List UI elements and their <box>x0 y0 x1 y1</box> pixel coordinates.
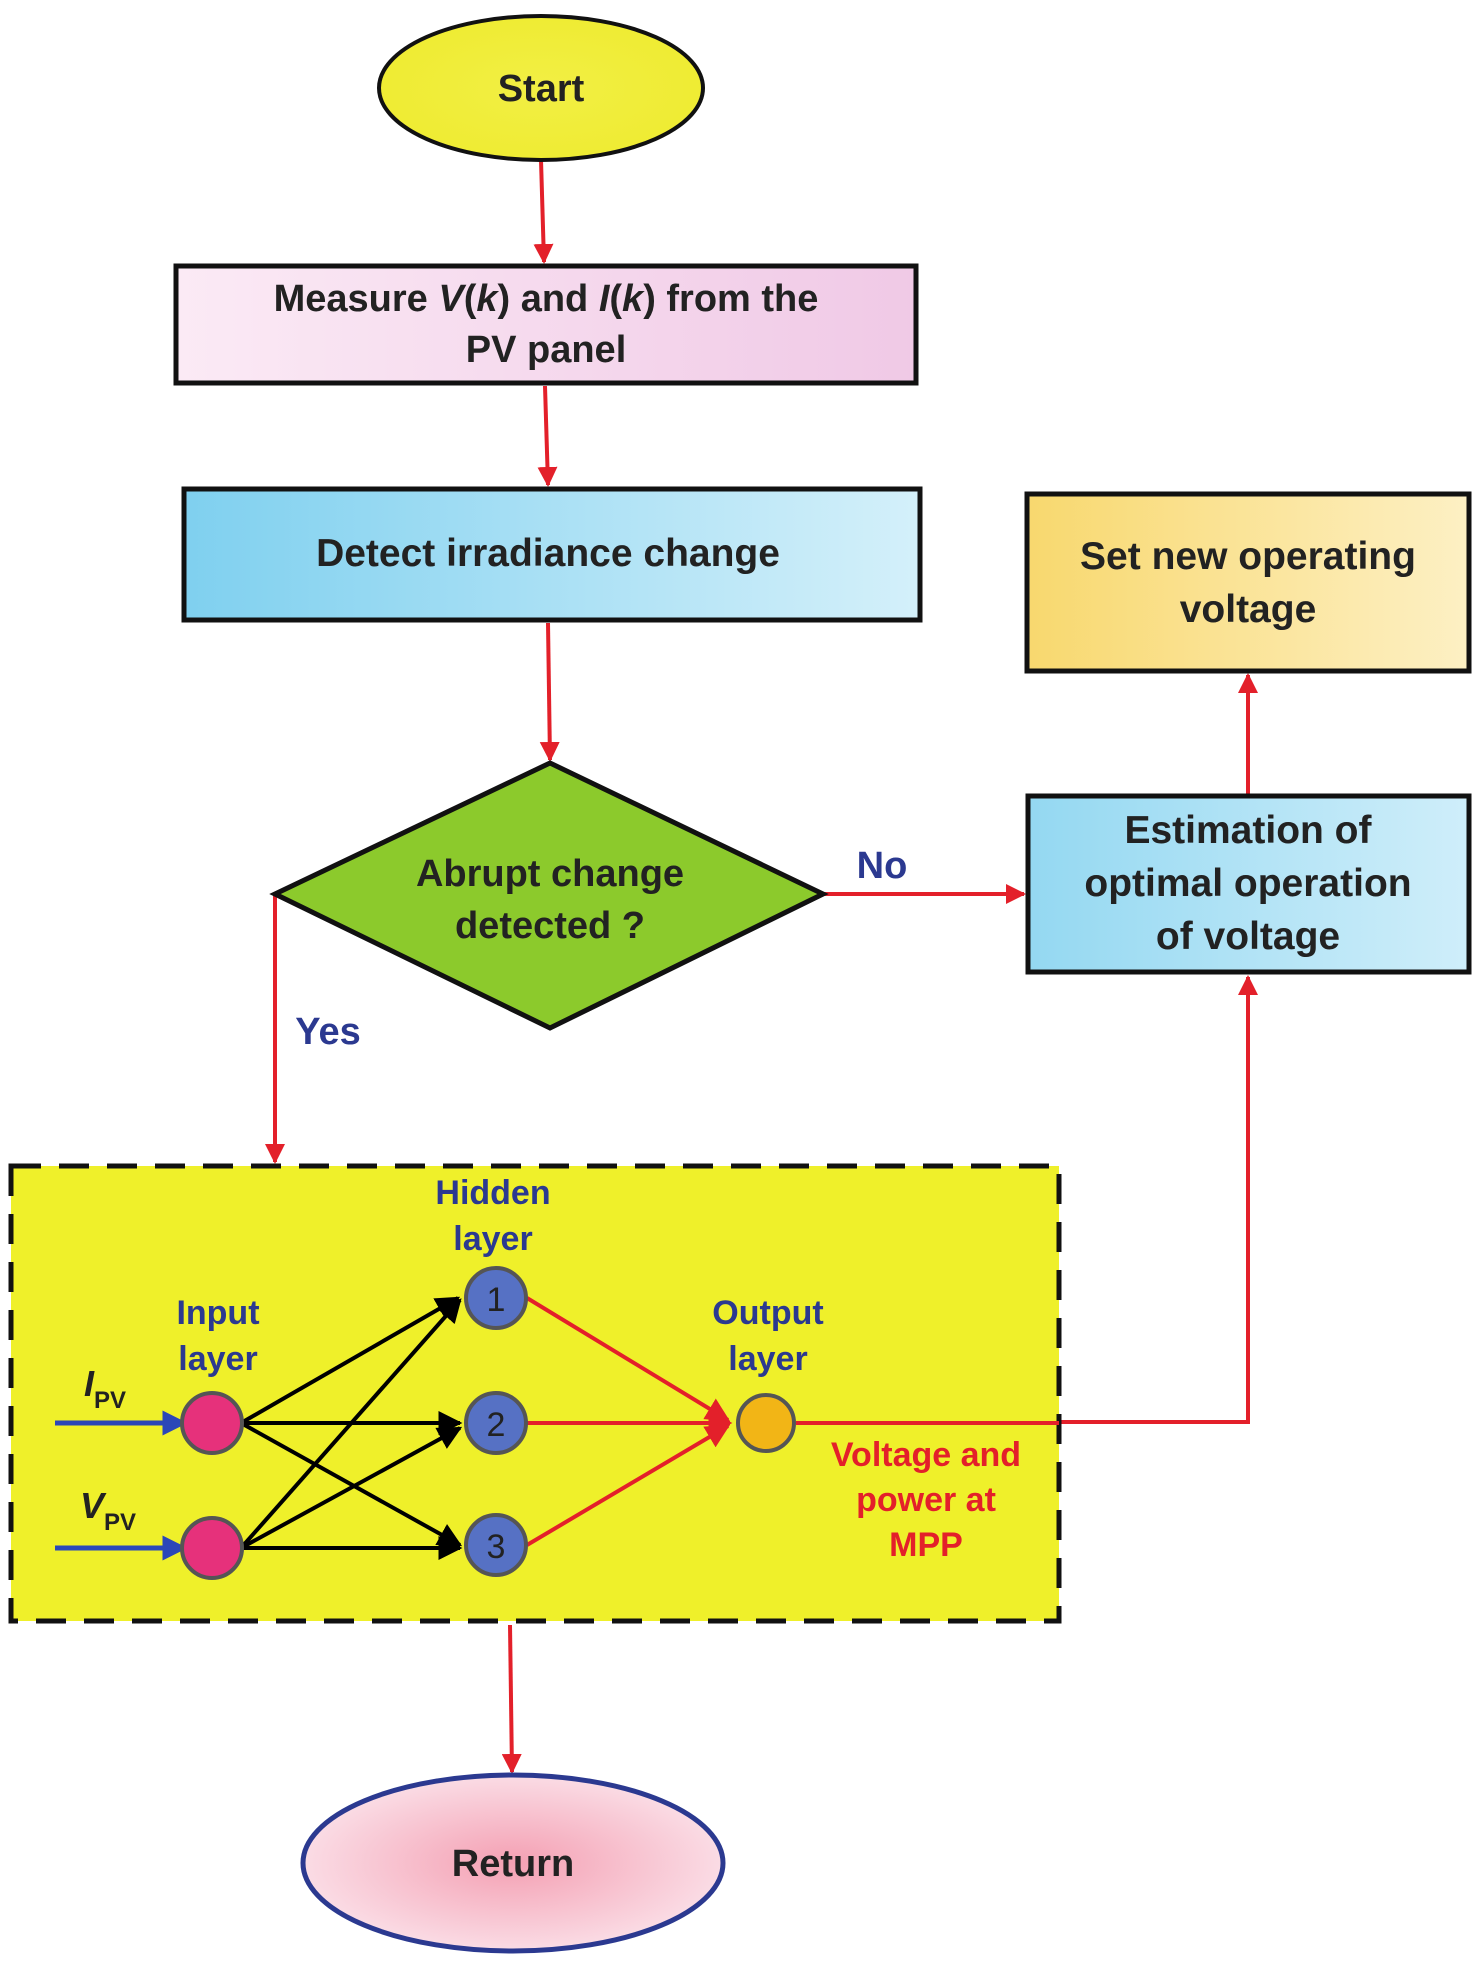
hidden-layer-label-line1: Hidden <box>435 1174 550 1212</box>
input-node-ipv <box>180 1391 244 1455</box>
decision-label-line2: detected ? <box>455 905 645 947</box>
detect-label: Detect irradiance change <box>316 532 780 575</box>
arrow-detect-to-decision <box>539 622 560 762</box>
hidden-node-3-label: 3 <box>487 1528 506 1566</box>
start-terminal[interactable]: Start <box>377 14 705 162</box>
set-voltage-label-line2: voltage <box>1180 588 1317 631</box>
output-caption-line2: power at <box>856 1481 996 1519</box>
hidden-node-1: 1 <box>464 1266 528 1330</box>
hidden-node-2-label: 2 <box>487 1406 506 1444</box>
input-ipv-label: IPV <box>84 1363 126 1414</box>
return-label: Return <box>452 1843 574 1885</box>
estimation-label-line3: of voltage <box>1156 915 1340 958</box>
output-caption-line3: MPP <box>889 1526 963 1564</box>
edge-h1-out <box>525 1296 731 1422</box>
input-layer-label-line2: layer <box>178 1340 257 1378</box>
decision-diamond[interactable]: Abrupt change detected ? <box>269 760 829 1031</box>
measure-label-line2: PV panel <box>466 329 627 371</box>
edge-i2-h1 <box>239 1298 462 1550</box>
input-layer-label-line1: Input <box>176 1294 259 1332</box>
set-voltage-label-line1: Set new operating <box>1080 535 1416 578</box>
start-label: Start <box>498 68 585 110</box>
input-vpv-label: VPV <box>80 1485 136 1536</box>
hidden-node-1-label: 1 <box>487 1281 506 1319</box>
hidden-layer-label-line2: layer <box>453 1220 532 1258</box>
decision-label-line1: Abrupt change <box>416 853 684 895</box>
edge-i1-h3 <box>240 1421 463 1547</box>
input-hidden-connections <box>239 1296 463 1560</box>
estimation-label-line1: Estimation of <box>1124 809 1372 852</box>
arrow-network-to-return <box>501 1624 522 1774</box>
yes-branch-label: Yes <box>295 1011 361 1053</box>
output-caption-line1: Voltage and <box>831 1436 1021 1474</box>
hidden-node-2: 2 <box>464 1391 528 1455</box>
edge-h3-out <box>525 1424 731 1547</box>
output-layer-label-line1: Output <box>712 1294 823 1332</box>
hidden-node-3: 3 <box>464 1513 528 1577</box>
hidden-output-connections <box>525 1296 733 1547</box>
measure-label-line1: Measure V(k) and I(k) from the <box>274 278 819 320</box>
neural-network-panel[interactable]: Hidden layer Input layer Output layer IP… <box>8 1163 1062 1624</box>
set-voltage-process-box[interactable]: Set new operating voltage <box>1024 491 1472 674</box>
detect-process-box[interactable]: Detect irradiance change <box>181 486 923 623</box>
edge-i1-h1 <box>240 1296 461 1425</box>
edge-i2-h2 <box>240 1426 463 1550</box>
output-node <box>736 1393 796 1453</box>
input-node-vpv <box>180 1516 244 1580</box>
output-layer-label-line2: layer <box>728 1340 807 1378</box>
no-branch-label: No <box>857 845 908 887</box>
estimation-process-box[interactable]: Estimation of optimal operation of volta… <box>1025 793 1472 975</box>
return-terminal[interactable]: Return <box>300 1772 726 1954</box>
estimation-label-line2: optimal operation <box>1084 862 1411 905</box>
arrow-start-to-measure <box>533 159 554 264</box>
arrow-measure-to-detect <box>537 385 558 487</box>
measure-process-box[interactable]: Measure V(k) and I(k) from the PV panel <box>173 263 919 386</box>
